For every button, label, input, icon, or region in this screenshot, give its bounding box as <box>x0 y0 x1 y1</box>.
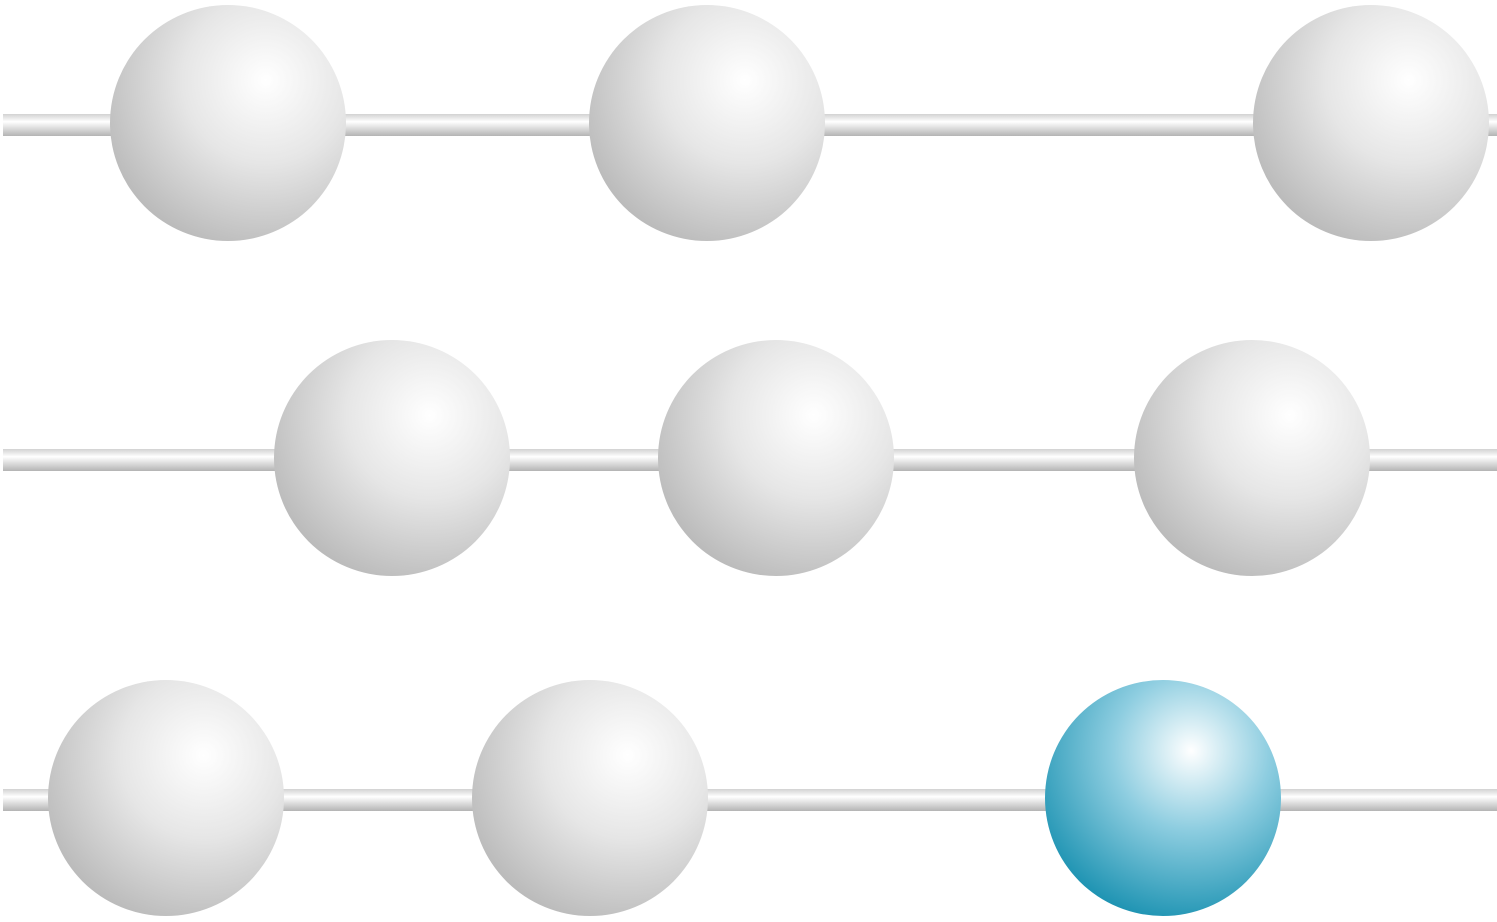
abacus-rows <box>3 5 1497 916</box>
abacus-row-1 <box>3 5 1497 241</box>
blue-bead <box>1045 680 1281 916</box>
abacus-row-3 <box>3 680 1497 916</box>
white-bead <box>48 680 284 916</box>
white-bead <box>274 340 510 576</box>
white-bead <box>110 5 346 241</box>
white-bead <box>472 680 708 916</box>
white-bead <box>1134 340 1370 576</box>
white-bead <box>589 5 825 241</box>
abacus-row-2 <box>3 340 1497 576</box>
white-bead <box>1253 5 1489 241</box>
white-bead <box>658 340 894 576</box>
